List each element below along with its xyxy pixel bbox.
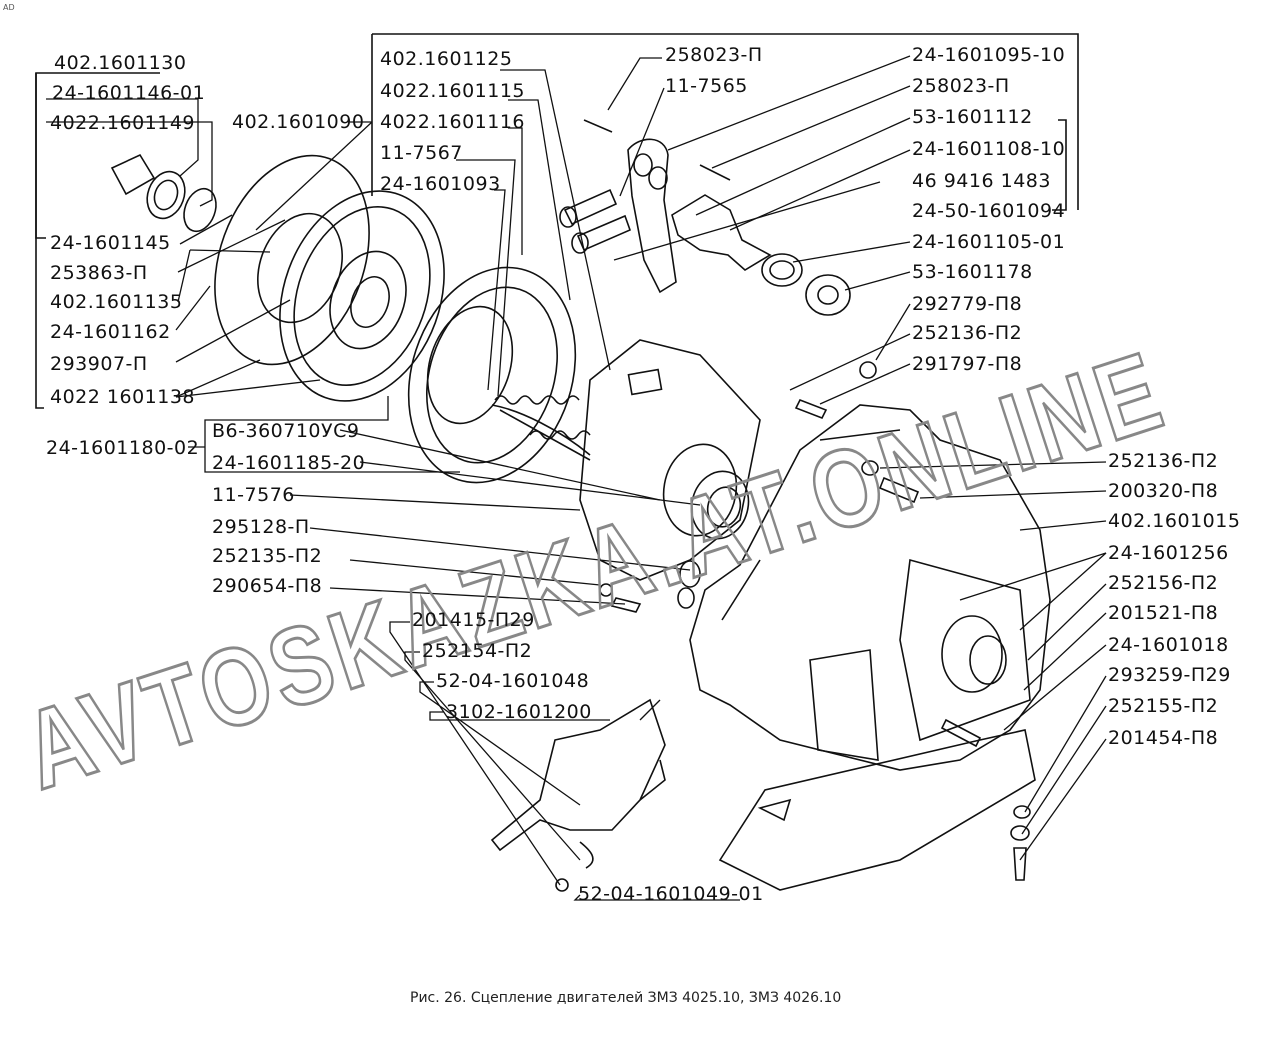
- label-402-1601090: 402.1601090: [232, 111, 365, 133]
- fork-shaft: [671, 194, 851, 316]
- label-24-1601162: 24-1601162: [50, 321, 171, 343]
- release-bearing: [690, 470, 750, 540]
- label-4022-1601115: 4022.1601115: [380, 80, 526, 102]
- bracket-right: [1052, 119, 1067, 211]
- bracket-top: [371, 33, 1079, 210]
- label-52-04-1601048: 52-04-1601048: [436, 670, 590, 692]
- label-253863-p: 253863-П: [50, 262, 148, 284]
- fork-lever: [627, 138, 677, 294]
- leader-lines-right: [879, 461, 1107, 861]
- fork-bracket: [490, 698, 666, 892]
- label-200320-p8: 200320-П8: [1108, 480, 1219, 502]
- label-24-1601256: 24-1601256: [1108, 542, 1229, 564]
- bottom-cover: [718, 729, 1036, 891]
- label-11-7576: 11-7576: [212, 484, 295, 506]
- label-201521-p8: 201521-П8: [1108, 602, 1219, 624]
- label-201415-p29: 201415-П29: [412, 609, 535, 631]
- label-24-1601093: 24-1601093: [380, 173, 501, 195]
- label-252154-p2: 252154-П2: [422, 640, 533, 662]
- friction-disc: [279, 190, 445, 402]
- label-252136-p2-lower: 252136-П2: [1108, 450, 1219, 472]
- label-252135-p2: 252135-П2: [212, 545, 323, 567]
- bell-housing: [689, 404, 1051, 771]
- label-24-50-1601094: 24-50-1601094: [912, 200, 1066, 222]
- figure-caption: Рис. 26. Сцепление двигателей ЗМЗ 4025.1…: [410, 990, 842, 1006]
- label-252155-p2: 252155-П2: [1108, 695, 1219, 717]
- label-53-1601178: 53-1601178: [912, 261, 1033, 283]
- pivot-pins: [559, 119, 731, 254]
- label-52-04-1601049-01: 52-04-1601049-01: [578, 883, 764, 905]
- label-53-1601112: 53-1601112: [912, 106, 1033, 128]
- small-hardware: [599, 361, 920, 613]
- pressure-springs: [494, 395, 591, 440]
- cover-bolts: [940, 718, 1031, 881]
- label-b6-360710us9: В6-360710УС9: [212, 420, 360, 442]
- label-24-1601180-02: 24-1601180-02: [46, 437, 200, 459]
- label-402-1601135: 402.1601135: [50, 291, 183, 313]
- label-24-1601145: 24-1601145: [50, 232, 171, 254]
- label-24-1601018: 24-1601018: [1108, 634, 1229, 656]
- label-402-1601130: 402.1601130: [54, 52, 187, 74]
- label-46-9416-1483: 46 9416 1483: [912, 170, 1051, 192]
- label-11-7565: 11-7565: [665, 75, 748, 97]
- label-24-1601108-10: 24-1601108-10: [912, 138, 1066, 160]
- corner-mark: AD: [3, 3, 15, 12]
- label-292779-p8: 292779-П8: [912, 293, 1023, 315]
- label-258023-p-lower: 258023-П: [912, 75, 1010, 97]
- label-4022-1601138: 4022 1601138: [50, 386, 196, 408]
- label-4022-1601116: 4022.1601116: [380, 111, 526, 133]
- label-3102-1601200: 3102-1601200: [446, 701, 592, 723]
- label-24-1601146-01: 24-1601146-01: [52, 82, 206, 104]
- label-291797-p8: 291797-П8: [912, 353, 1023, 375]
- label-402-1601015: 402.1601015: [1108, 510, 1241, 532]
- clutch-cover: [579, 339, 761, 581]
- label-24-1601095-10: 24-1601095-10: [912, 44, 1066, 66]
- label-293907-p: 293907-П: [50, 353, 148, 375]
- label-252136-p2-upper: 252136-П2: [912, 322, 1023, 344]
- leader-lines-left: [46, 98, 701, 605]
- pressure-plate: [407, 266, 591, 484]
- washer-group: [110, 153, 217, 233]
- leader-lines-top: [255, 69, 611, 397]
- label-258023-p-upper: 258023-П: [665, 44, 763, 66]
- label-24-1601105-01: 24-1601105-01: [912, 231, 1066, 253]
- label-11-7567: 11-7567: [380, 142, 463, 164]
- leader-lines-top-right: [607, 55, 911, 405]
- label-402-1601125: 402.1601125: [380, 48, 513, 70]
- label-24-1601185-20: 24-1601185-20: [212, 452, 366, 474]
- label-290654-p8: 290654-П8: [212, 575, 323, 597]
- leader-lines-bottom: [389, 621, 740, 901]
- label-295128-p: 295128-П: [212, 516, 310, 538]
- bracket-left: [35, 72, 160, 409]
- label-252156-p2: 252156-П2: [1108, 572, 1219, 594]
- label-293259-p29: 293259-П29: [1108, 664, 1231, 686]
- label-4022-1601149: 4022.1601149: [50, 112, 196, 134]
- label-201454-p8: 201454-П8: [1108, 727, 1219, 749]
